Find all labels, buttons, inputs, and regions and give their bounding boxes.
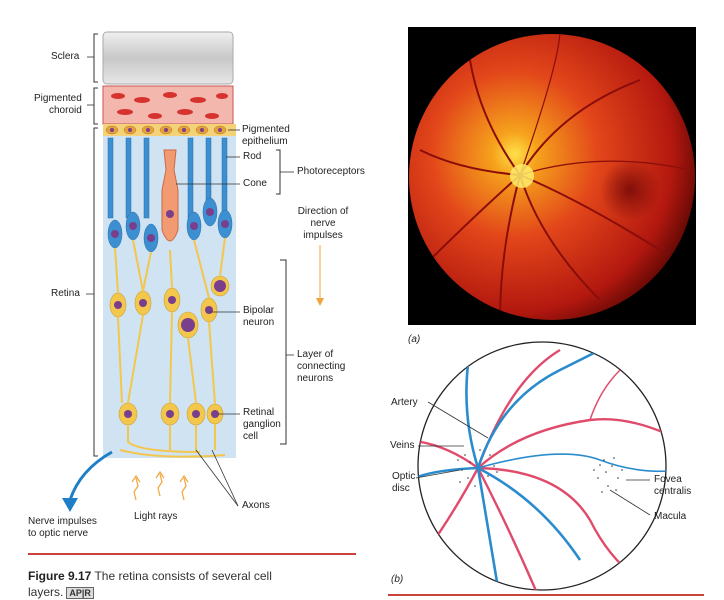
label-epithelium-line1: Pigmented [242, 124, 290, 135]
label-optic-disc: Optic disc [392, 471, 415, 495]
label-macula: Macula [654, 511, 687, 522]
label-connecting-layer: Layer of connecting neurons [297, 349, 345, 385]
ganglion-nuclei [124, 410, 219, 418]
sketch-leaders [415, 401, 651, 516]
label-light-rays: Light rays [134, 511, 178, 522]
label-fovea-line1: Fovea [654, 474, 682, 485]
caption-rule-left [28, 553, 356, 555]
label-connecting-line3: neurons [297, 373, 334, 384]
direction-arrow [316, 245, 324, 306]
label-ganglion-line3: cell [243, 431, 259, 442]
label-connecting-line2: connecting [297, 361, 346, 372]
optic-nerve-arrow [62, 450, 113, 512]
retina-sketch-circle [417, 341, 667, 591]
caption-text-2: layers. [28, 585, 64, 599]
label-panel-b: (b) [391, 574, 404, 585]
label-connecting-line1: Layer of [297, 349, 334, 360]
sclera-layer [102, 31, 234, 85]
label-choroid-line2: choroid [49, 105, 82, 116]
label-nerve-impulses: Nerve impulses to optic nerve [28, 516, 97, 540]
label-optic-line2: disc [392, 483, 410, 494]
label-fovea: Fovea centralis [654, 474, 691, 498]
fovea-dots [593, 457, 623, 493]
light-rays-icon [131, 470, 189, 501]
label-rod: Rod [243, 151, 262, 162]
optic-disc-spot [510, 164, 534, 188]
neuron-processes [114, 237, 226, 458]
label-cone: Cone [243, 178, 267, 189]
label-artery: Artery [391, 397, 418, 408]
label-nerve-impulses-line1: Nerve impulses [28, 516, 97, 527]
label-sclera: Sclera [51, 51, 80, 62]
caption-rule-right [388, 594, 704, 596]
label-choroid-line1: Pigmented [34, 93, 82, 104]
fovea-spot [600, 160, 660, 220]
label-direction: Direction of nerve impulses [292, 206, 354, 242]
label-epithelium: Pigmented epithelium [242, 124, 290, 148]
figure-number: Figure 9.17 [28, 569, 92, 583]
optic-disc-dots [457, 449, 498, 487]
label-panel-a: (a) [408, 334, 421, 345]
label-direction-line3: impulses [303, 230, 343, 241]
label-ganglion: Retinal ganglion cell [243, 407, 281, 443]
leader-lines [86, 56, 294, 507]
rod-nuclei [111, 208, 229, 242]
label-direction-line1: Direction of [297, 206, 349, 217]
label-veins: Veins [390, 440, 415, 451]
cone-cell [161, 149, 179, 242]
label-optic-line1: Optic [392, 471, 416, 482]
label-retina: Retina [51, 288, 80, 299]
label-ganglion-line2: ganglion [243, 419, 281, 430]
pigmented-epithelium [103, 124, 236, 136]
label-nerve-impulses-line2: to optic nerve [28, 528, 89, 539]
label-ganglion-line1: Retinal [243, 407, 275, 418]
label-epithelium-line2: epithelium [242, 136, 288, 147]
label-axons: Axons [242, 500, 270, 511]
label-bipolar-line1: Bipolar [243, 305, 275, 316]
fundus-photo [409, 34, 695, 320]
label-choroid: Pigmented choroid [34, 93, 82, 117]
fundus-vessels [419, 34, 691, 320]
label-fovea-line2: centralis [654, 486, 692, 497]
label-bipolar-line2: neuron [243, 317, 275, 328]
label-direction-line2: nerve [310, 218, 336, 229]
label-bipolar: Bipolar neuron [243, 305, 274, 329]
choroid-blood-cells [111, 92, 228, 119]
bipolar-nuclei [114, 280, 226, 332]
figure-caption: Figure 9.17 The retina consists of sever… [28, 568, 358, 600]
apr-badge[interactable]: AP|R [66, 587, 94, 599]
caption-text: The retina consists of several cell [91, 569, 272, 583]
label-photoreceptors: Photoreceptors [297, 166, 365, 177]
